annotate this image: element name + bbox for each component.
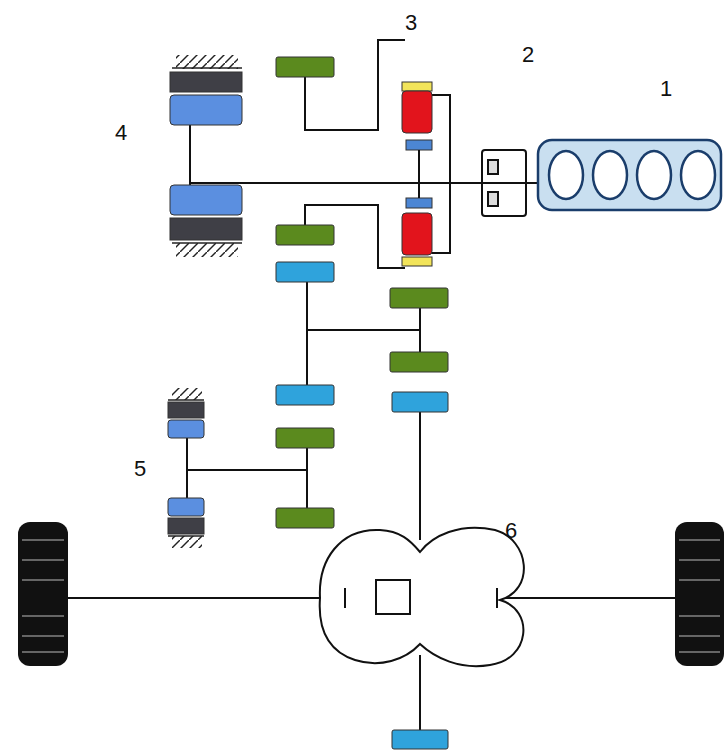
callout-number: 6 <box>505 520 517 542</box>
callout-number: 1 <box>660 78 672 100</box>
callout-number: 3 <box>405 12 417 34</box>
callout-number: 5 <box>134 458 146 480</box>
callout-number: 2 <box>522 44 534 66</box>
callout-number: 4 <box>115 122 127 144</box>
